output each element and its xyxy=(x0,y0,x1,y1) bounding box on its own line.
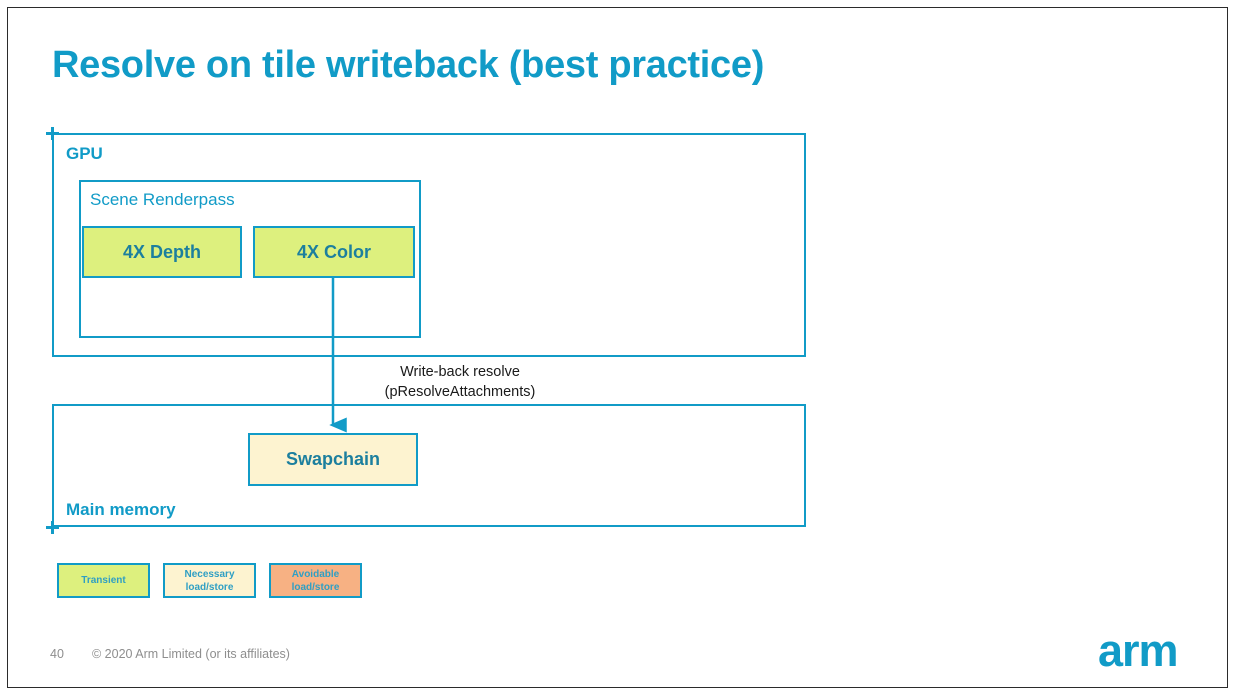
footer-page-number: 40 xyxy=(50,647,64,661)
legend-item-transient: Transient xyxy=(57,563,150,598)
legend-item-avoidable-label-line2: load/store xyxy=(291,581,340,593)
main-memory-box-anchor-marker xyxy=(46,521,59,534)
resolve-arrow-label: Write-back resolve (pResolveAttachments) xyxy=(340,362,580,402)
resolve-arrow-label-line1: Write-back resolve xyxy=(400,364,520,380)
main-memory-box-label: Main memory xyxy=(66,500,176,519)
gpu-box-anchor-marker xyxy=(46,127,59,140)
attachment-4x-depth-label: 4X Depth xyxy=(122,241,201,262)
resource-swapchain[interactable]: Swapchain xyxy=(248,433,418,486)
arm-logo: arm xyxy=(1098,625,1179,676)
legend-item-transient-label: Transient xyxy=(81,575,126,586)
footer-copyright: © 2020 Arm Limited (or its affiliates) xyxy=(92,647,290,661)
scene-renderpass-label: Scene Renderpass xyxy=(90,190,235,209)
legend-item-necessary-label-line1: Necessary xyxy=(184,568,235,580)
scene-renderpass-box xyxy=(79,180,421,338)
gpu-box-label: GPU xyxy=(66,144,103,163)
legend-item-necessary: Necessary load/store xyxy=(163,563,256,598)
legend-item-necessary-label-line2: load/store xyxy=(185,581,234,593)
page-title: Resolve on tile writeback (best practice… xyxy=(52,44,765,86)
attachment-4x-color-label: 4X Color xyxy=(296,241,371,262)
attachment-4x-depth[interactable]: 4X Depth xyxy=(82,226,242,278)
gpu-box xyxy=(52,133,806,357)
resolve-arrow-label-line2: (pResolveAttachments) xyxy=(384,384,536,400)
legend-item-avoidable-label-line1: Avoidable xyxy=(291,568,340,580)
resource-swapchain-label: Swapchain xyxy=(285,449,381,469)
main-memory-box xyxy=(52,404,806,527)
legend-item-avoidable: Avoidable load/store xyxy=(269,563,362,598)
attachment-4x-color[interactable]: 4X Color xyxy=(253,226,415,278)
